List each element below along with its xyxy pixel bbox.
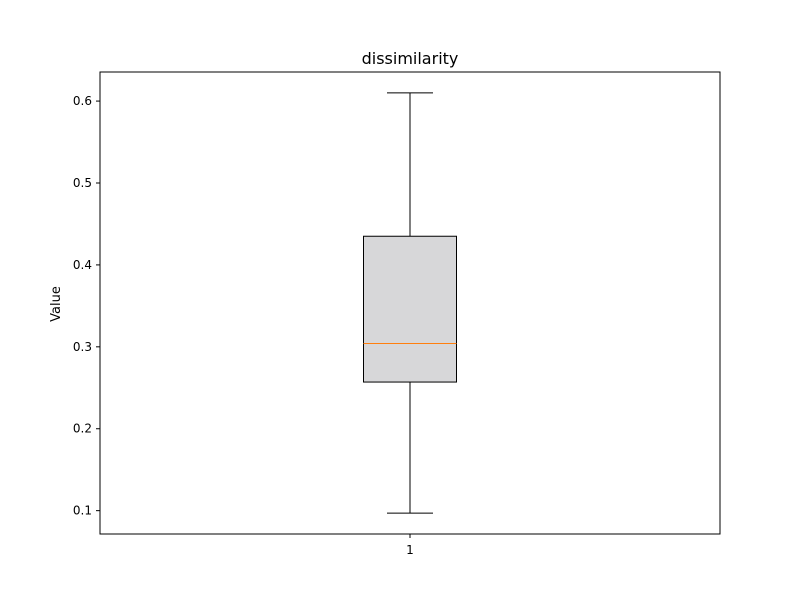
y-tick-label: 0.1 [73, 504, 92, 518]
box-iqr [363, 235, 457, 383]
y-tick-label: 0.5 [73, 176, 92, 190]
y-tick-label: 0.3 [73, 340, 92, 354]
plot-area: 0.1 0.2 0.3 0.4 0.5 0.6 1 [73, 71, 721, 557]
chart-title: dissimilarity [362, 49, 459, 68]
x-tick-label: 1 [406, 543, 414, 557]
y-axis-label: Value [49, 286, 64, 322]
y-tick-label: 0.6 [73, 94, 92, 108]
y-tick-label: 0.4 [73, 258, 92, 272]
y-tick-label: 0.2 [73, 422, 92, 436]
